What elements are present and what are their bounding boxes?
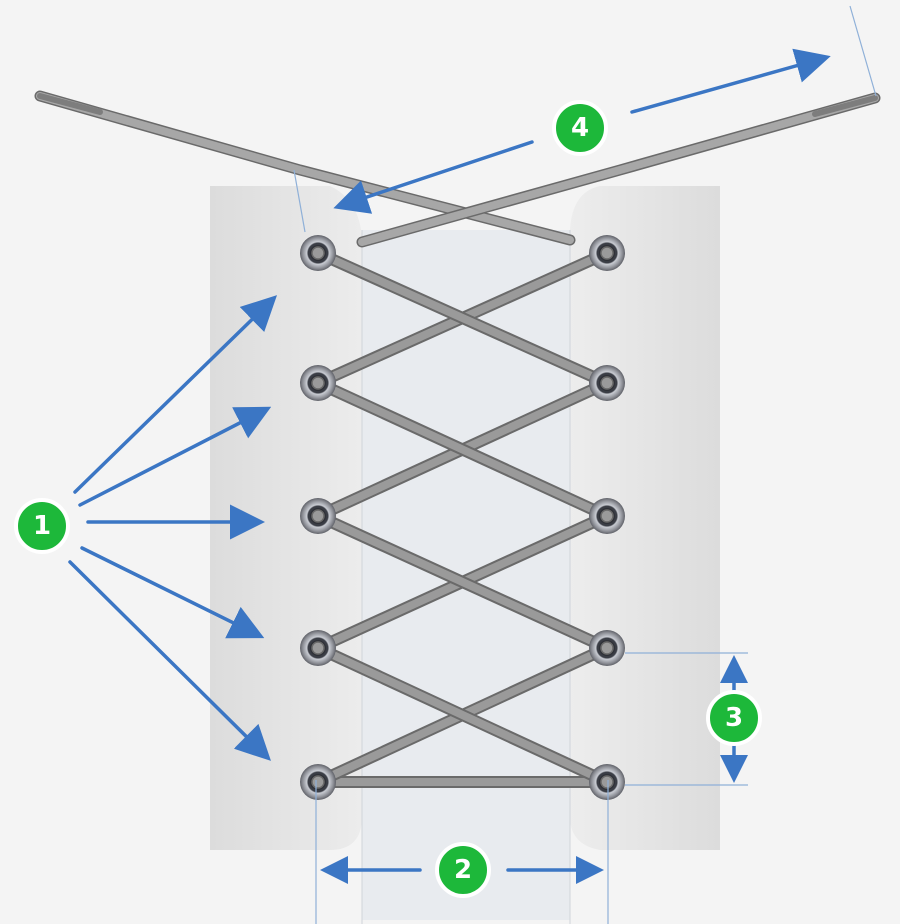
lace-through-eyelet (600, 509, 614, 523)
lace-end-guide (849, 5, 877, 97)
lace-through-eyelet (311, 775, 325, 789)
lace-crossings (312, 247, 613, 788)
lace-through-eyelet (600, 775, 614, 789)
arrow-icon (68, 560, 271, 761)
lace-cross-segment-highlight (314, 249, 611, 387)
shoe-panels (210, 186, 720, 924)
lace-through-eyelet (311, 641, 325, 655)
badge-spacing: 3 (706, 690, 762, 746)
badge-width: 2 (435, 842, 491, 898)
aglet-left (37, 93, 103, 115)
shoe-right-panel (570, 186, 720, 850)
aglet-right (812, 95, 878, 117)
dimension-guides (293, 5, 877, 924)
arrow-icon (80, 546, 265, 639)
arrow-icon (333, 140, 534, 214)
badge-eyelets-label: 1 (33, 511, 51, 541)
lace-through-eyelet (600, 641, 614, 655)
lace-through-eyelet (311, 376, 325, 390)
badge-spacing-label: 3 (725, 703, 743, 733)
arrow-icon (630, 48, 831, 114)
arrow-icon (73, 295, 278, 494)
badge-eyelets: 1 (14, 498, 70, 554)
lace-through-eyelet (311, 246, 325, 260)
lace-cross-segment-highlight (314, 644, 611, 786)
lace-through-eyelet (311, 509, 325, 523)
badge-lace-ends: 4 (552, 100, 608, 156)
badge-width-label: 2 (454, 855, 472, 885)
lace-through-eyelet (600, 376, 614, 390)
lace-ends (34, 90, 881, 248)
badge-lace-ends-label: 4 (571, 113, 589, 143)
arrow-icon (78, 406, 272, 507)
lace-end-guide-left (293, 169, 306, 233)
arrows (68, 48, 831, 884)
lace-cross-segment-highlight (314, 379, 611, 520)
lace-through-eyelet (600, 246, 614, 260)
eyelets (300, 235, 625, 800)
shoe-left-panel (210, 186, 362, 850)
lace-cross-segment-highlight (314, 512, 611, 652)
